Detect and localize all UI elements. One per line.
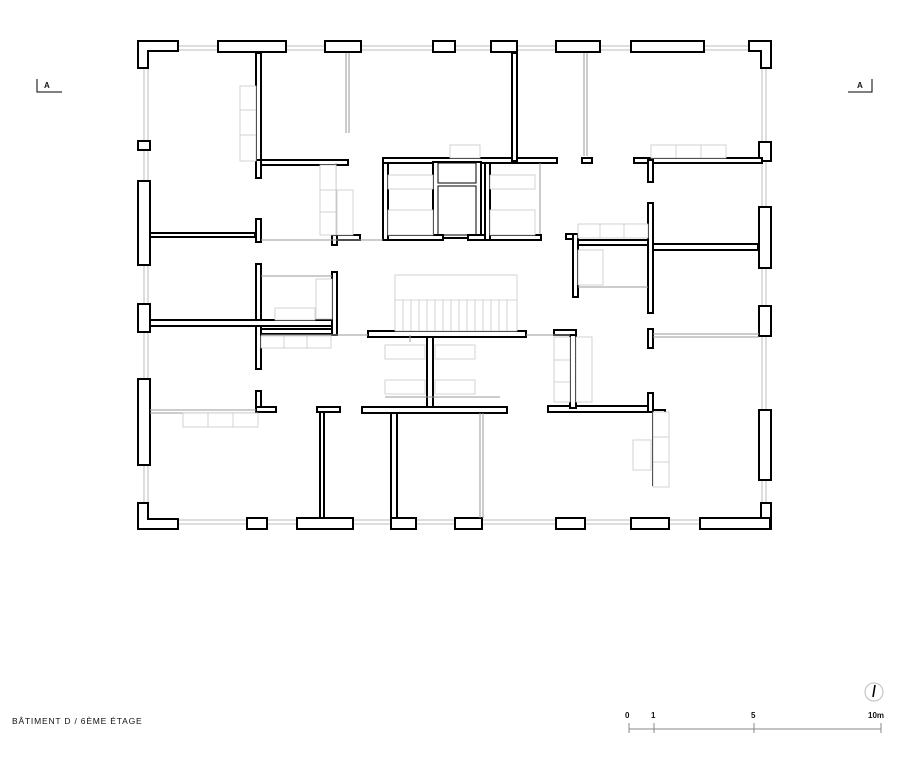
drawing-caption: BÂTIMENT D / 6ÈME ÉTAGE <box>12 716 143 726</box>
facade-piers-bottom <box>246 517 771 530</box>
facade-piers-top <box>217 40 705 53</box>
furniture <box>182 85 727 488</box>
scale-label-5: 5 <box>751 711 756 720</box>
section-label-right: A <box>857 81 863 90</box>
north-arrow-icon <box>864 682 884 702</box>
facade-piers-left <box>137 140 151 466</box>
interior-walls <box>149 52 763 519</box>
section-label-left: A <box>44 81 50 90</box>
scale-bar <box>628 723 882 733</box>
scale-label-0: 0 <box>625 711 630 720</box>
stair <box>394 274 518 332</box>
section-marker-right <box>848 79 873 93</box>
facade-piers-right <box>758 141 772 481</box>
section-marker-left <box>36 79 62 93</box>
scale-label-10m: 10m <box>868 711 885 720</box>
scale-label-1: 1 <box>651 711 656 720</box>
